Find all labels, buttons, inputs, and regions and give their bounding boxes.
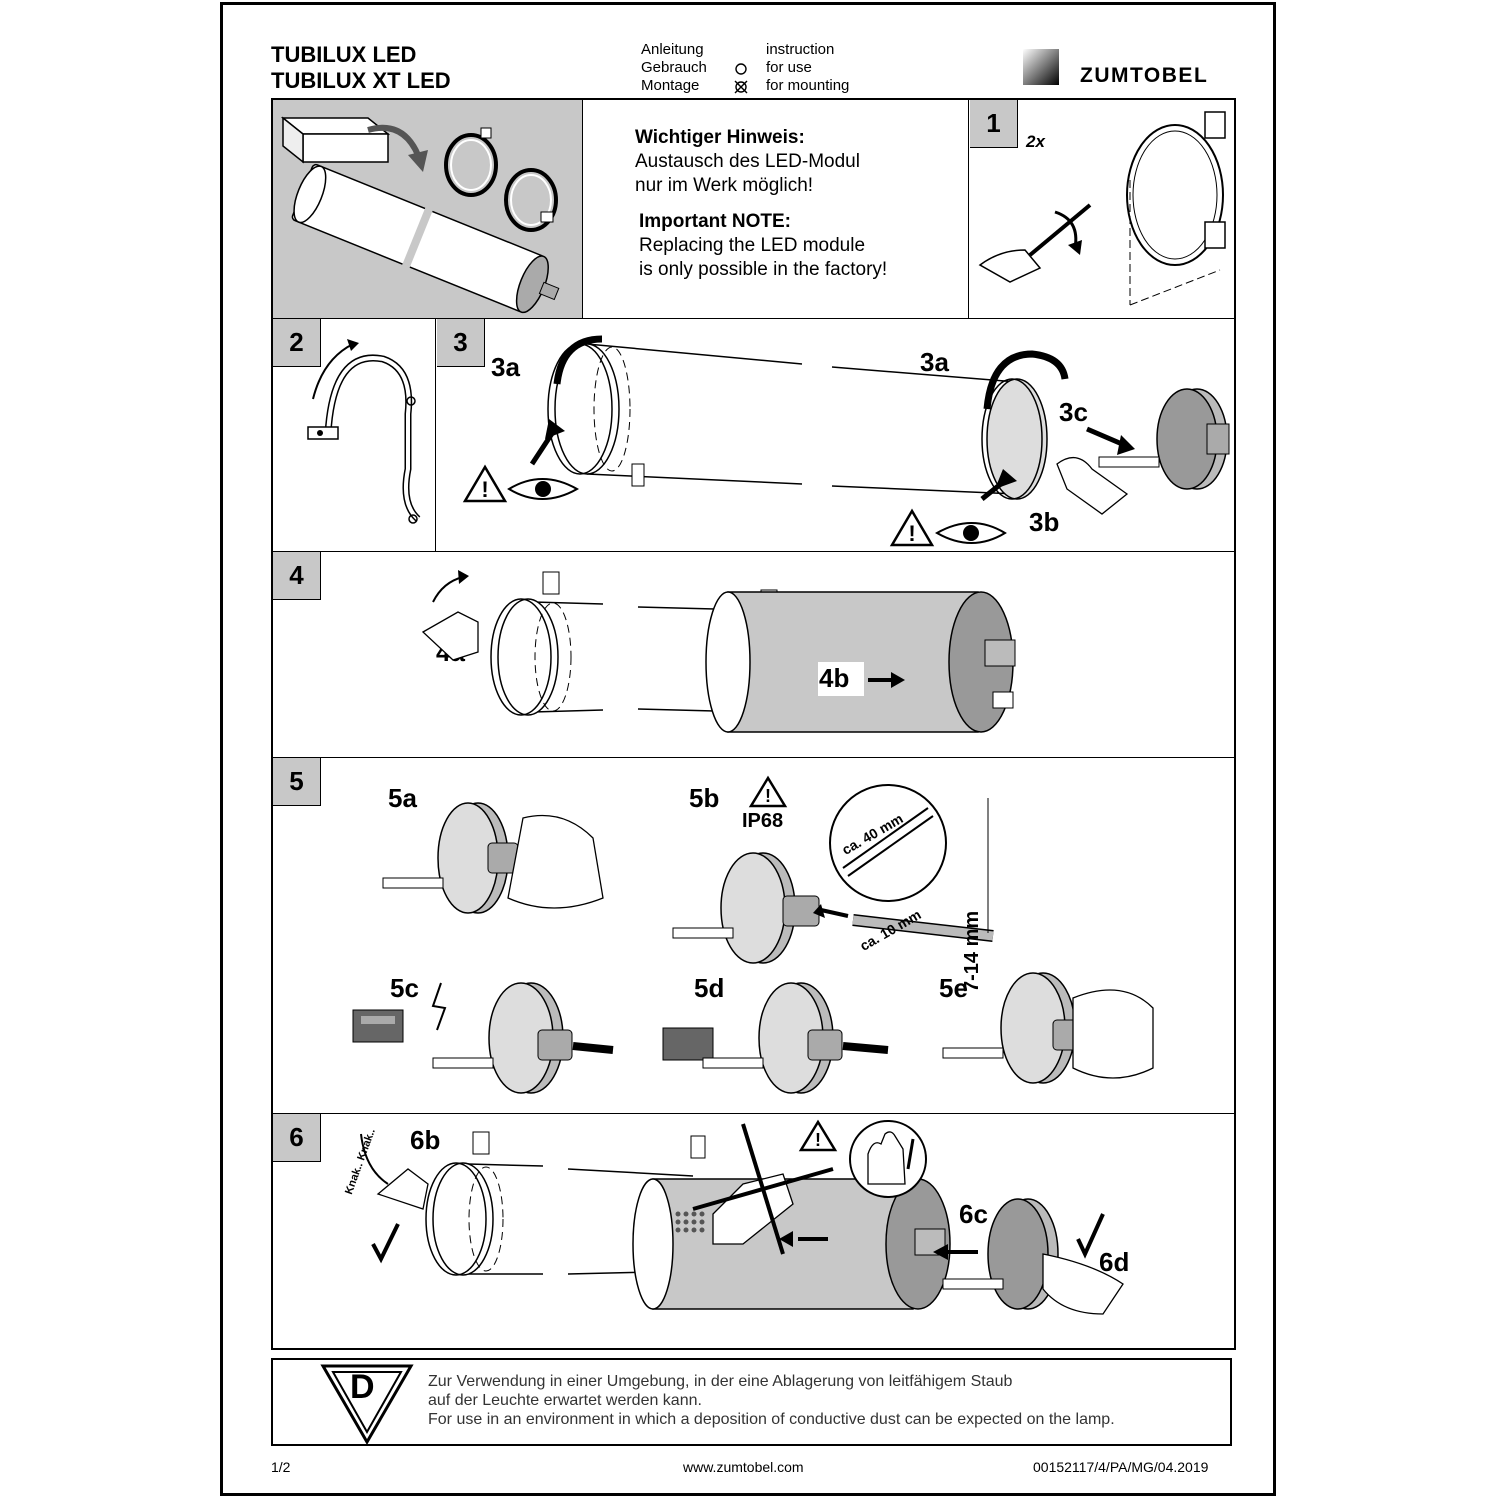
package-contents-panel: [273, 100, 583, 318]
row-divider-2: [273, 551, 1234, 552]
product-title-2: TUBILUX XT LED: [271, 68, 451, 93]
gloves-icon: [849, 1120, 927, 1198]
step-4b-label: 4b: [819, 663, 850, 693]
step-number-6: 6: [273, 1114, 321, 1162]
usage-en-for-mounting: for mounting: [766, 77, 850, 94]
notice-line1-en: Replacing the LED module: [639, 235, 866, 256]
usage-en-for-use: for use: [766, 59, 812, 76]
svg-text:!: !: [765, 786, 771, 806]
row-divider-1: [273, 318, 1234, 319]
row-divider-3: [273, 757, 1234, 758]
dust-line3: For use in an environment in which a dep…: [428, 1411, 1115, 1428]
steps-frame: Wichtiger Hinweis: Austausch des LED-Mod…: [271, 98, 1236, 1350]
crossed-circle-icon: [735, 81, 747, 93]
usage-labels-de: Anleitung Gebrauch Montage: [641, 41, 707, 95]
dust-symbol-letter: D: [350, 1368, 375, 1406]
step5-connect-illustrations: [352, 972, 1154, 1094]
step-3c-label: 3c: [1059, 397, 1088, 427]
instruction-sheet: TUBILUX LED TUBILUX XT LED Anleitung Geb…: [220, 2, 1276, 1496]
product-title-1: TUBILUX LED: [271, 42, 417, 67]
notice-line2-de: nur im Werk möglich!: [635, 175, 814, 196]
step5-wiring-illustrations: !: [382, 775, 994, 964]
step2-clamp-illustration: [307, 339, 421, 524]
dust-hazard-triangle-icon: [320, 1364, 414, 1445]
step-number-5: 5: [273, 758, 321, 806]
usage-de-montage: Montage: [641, 77, 700, 94]
step-5d-label: 5d: [694, 973, 725, 1003]
step1-quantity: 2x: [1026, 132, 1045, 151]
lightning-icon: [431, 982, 447, 1031]
step6-reassembly-illustration: !: [360, 1119, 1124, 1315]
step1-wall-mount-illustration: [978, 111, 1226, 306]
step-number-2: 2: [273, 319, 321, 367]
website-link[interactable]: www.zumtobel.com: [683, 1459, 804, 1475]
row1-divider: [968, 100, 969, 318]
warning-icon: [748, 775, 788, 808]
package-contents-illustration: [280, 116, 560, 314]
dust-notice-text: Zur Verwendung in einer Umgebung, in der…: [428, 1372, 1115, 1429]
ip68-rating: IP68: [742, 810, 784, 832]
step-6b-label: 6b: [410, 1125, 441, 1155]
important-notice: Wichtiger Hinweis: Austausch des LED-Mod…: [635, 126, 887, 282]
page-number: 1/2: [271, 1459, 291, 1475]
usage-checkbox-icons: [734, 63, 748, 94]
step-3a-right-label: 3a: [920, 347, 949, 377]
usage-labels-en: instruction for use for mounting: [766, 41, 849, 95]
usage-de-anleitung: Anleitung: [641, 41, 704, 58]
notice-heading-de: Wichtiger Hinweis:: [635, 127, 805, 148]
svg-text:!: !: [481, 477, 488, 502]
step-6d-label: 6d: [1099, 1247, 1130, 1277]
step-5a-label: 5a: [388, 783, 417, 813]
zumtobel-logo-icon: [1023, 49, 1059, 85]
step3-opening-illustration: ! !: [462, 335, 1230, 547]
step-5b-label: 5b: [689, 783, 720, 813]
notice-line2-en: is only possible in the factory!: [639, 259, 888, 280]
dust-line1: Zur Verwendung in einer Umgebung, in der…: [428, 1373, 1013, 1390]
usage-en-instruction: instruction: [766, 41, 835, 58]
step4-remove-insert-illustration: [421, 570, 1016, 733]
document-code: 00152117/4/PA/MG/04.2019: [1033, 1459, 1209, 1475]
step-6c-label: 6c: [959, 1199, 988, 1229]
step-number-4: 4: [273, 552, 321, 600]
dust-notice-box: D Zur Verwendung in einer Umgebung, in d…: [271, 1358, 1232, 1446]
row-divider-4: [273, 1113, 1234, 1114]
warning-icon: [798, 1119, 838, 1152]
step-number-3: 3: [437, 319, 485, 367]
row2-divider: [435, 319, 436, 551]
step-3a-left-label: 3a: [491, 352, 520, 382]
step-number-1: 1: [970, 100, 1018, 148]
step-3b-label: 3b: [1029, 507, 1060, 537]
step-5e-label: 5e: [939, 973, 968, 1003]
step-5c-label: 5c: [390, 973, 419, 1003]
usage-de-gebrauch: Gebrauch: [641, 59, 707, 76]
dust-line2: auf der Leuchte erwartet werden kann.: [428, 1392, 702, 1409]
svg-text:!: !: [815, 1130, 821, 1150]
circle-icon: [735, 63, 747, 75]
svg-text:!: !: [908, 521, 915, 546]
notice-line1-de: Austausch des LED-Modul: [635, 151, 860, 172]
notice-heading-en: Important NOTE:: [639, 211, 791, 232]
brand-name: ZUMTOBEL: [1080, 64, 1209, 87]
